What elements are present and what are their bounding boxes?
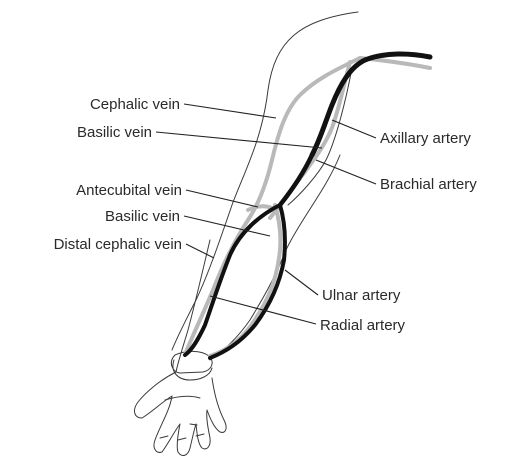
wrist-band bbox=[171, 351, 212, 373]
leader-ulnar-artery bbox=[285, 270, 318, 295]
label-cephalic-vein: Cephalic vein bbox=[90, 96, 180, 113]
label-brachial-artery: Brachial artery bbox=[380, 176, 477, 193]
label-antecubital-vein: Antecubital vein bbox=[76, 182, 182, 199]
veins bbox=[186, 58, 430, 356]
label-distal-cephalic-vein: Distal cephalic vein bbox=[54, 236, 182, 253]
leader-distal-cephalic-vein bbox=[186, 244, 214, 258]
label-basilic-vein-lower: Basilic vein bbox=[105, 208, 180, 225]
finger-crease-2 bbox=[178, 438, 186, 440]
leader-axillary-artery bbox=[332, 120, 376, 138]
label-radial-artery: Radial artery bbox=[320, 317, 406, 334]
leader-cephalic-vein bbox=[184, 104, 276, 118]
wrist-band-lower bbox=[173, 360, 212, 380]
leader-radial-artery bbox=[210, 296, 316, 324]
label-axillary-artery: Axillary artery bbox=[380, 130, 471, 147]
palm bbox=[135, 372, 227, 455]
leader-antecubital-vein bbox=[186, 190, 258, 207]
leader-brachial-artery bbox=[316, 160, 376, 184]
label-ulnar-artery: Ulnar artery bbox=[322, 287, 401, 304]
leader-basilic-vein-upper bbox=[156, 132, 322, 148]
finger-crease-1 bbox=[160, 436, 168, 438]
label-basilic-vein-upper: Basilic vein bbox=[77, 124, 152, 141]
arteries bbox=[185, 54, 430, 358]
